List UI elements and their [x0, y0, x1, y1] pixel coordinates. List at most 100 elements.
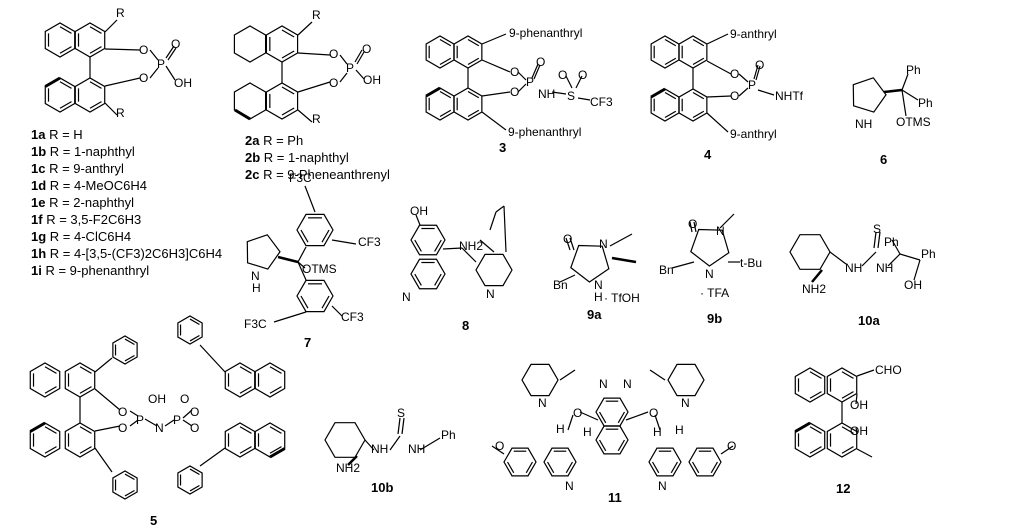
atom-label-r: R [116, 106, 125, 120]
bond-line [239, 366, 252, 374]
atom-label-cf3: CF3 [341, 310, 364, 324]
bond-line [565, 75, 573, 89]
bond-line [356, 51, 365, 65]
bond-line [599, 411, 607, 424]
ring-bond [177, 315, 203, 345]
bond-line [755, 65, 761, 81]
bond-line [856, 369, 875, 377]
compound-number-3: 3 [499, 140, 507, 155]
structure-1-bonds [44, 19, 177, 116]
bond-line [189, 318, 200, 326]
bond-line [281, 107, 295, 116]
ring-bond [595, 425, 629, 455]
bond-line [189, 484, 200, 492]
bond-line [670, 461, 678, 474]
atom-label-9-phenanthryl: 9-phenanthryl [509, 26, 583, 40]
atom-label-n: N [538, 396, 547, 410]
bond-line [269, 386, 282, 394]
bond-line [94, 357, 113, 373]
bond-line [79, 366, 92, 374]
bond-line [652, 461, 660, 474]
bond-line [692, 110, 705, 118]
ring-bond [410, 258, 446, 290]
compound-number-10a: 10a [858, 313, 880, 328]
bond-line [355, 69, 365, 80]
bond-line [873, 231, 877, 249]
ring-bond [324, 422, 366, 458]
bond-line [414, 273, 422, 286]
bond-line [239, 386, 252, 394]
atom-label-p: P [526, 75, 535, 89]
legend-2a: 2a R = Ph [245, 133, 304, 148]
atom-label-n: N [705, 267, 714, 281]
bond-line [706, 33, 729, 45]
bond-line [354, 49, 363, 63]
legend-1c: 1c R = 9-anthryl [31, 161, 124, 176]
atom-label-o: O [730, 67, 740, 81]
bond-line [856, 448, 873, 458]
legend-1b: 1b R = 1-naphthyl [31, 144, 135, 159]
ring-bond [688, 447, 722, 477]
bond-line [533, 64, 541, 80]
compound-number-7: 7 [304, 335, 312, 350]
bond-line [182, 419, 193, 427]
bond-line [461, 247, 477, 263]
atom-label-h: H [675, 423, 684, 437]
bond-line [281, 29, 295, 38]
bond-line [517, 71, 527, 81]
atom-label-ph: Ph [906, 63, 921, 77]
bond-line [44, 446, 57, 454]
ring-bond [789, 234, 831, 270]
atom-label-h: H [252, 281, 261, 295]
atom-label-9-anthryl: 9-anthryl [730, 127, 777, 141]
bond-line [339, 72, 348, 83]
atom-label-p: P [346, 61, 355, 75]
atom-label-o: O [495, 439, 505, 453]
ring-bond [74, 77, 106, 113]
bond-line [757, 89, 775, 96]
atom-label-o: O [171, 37, 181, 51]
ring-bond [826, 367, 858, 403]
bond-line [434, 273, 442, 286]
bond-line [481, 59, 511, 73]
bond-line [559, 369, 576, 381]
ring-bond [112, 335, 138, 365]
bond-line [706, 95, 732, 98]
bond-line [481, 33, 507, 45]
bond-line [199, 344, 226, 373]
bond-line [239, 426, 252, 434]
atom-label-n: N [599, 237, 608, 251]
bond-line [569, 237, 575, 251]
compound-number-9a: 9a [587, 307, 602, 322]
bond-line [841, 426, 854, 434]
bond-line [491, 445, 505, 455]
bond-line [901, 89, 907, 117]
legend-2c: 2c R = 9-Pheneanthrenyl [245, 167, 390, 182]
bond-line [300, 229, 309, 243]
bond-line [809, 426, 822, 434]
bond-line [899, 253, 921, 261]
atom-label-9-anthryl: 9-anthryl [730, 27, 777, 41]
atom-label-ph: Ph [921, 247, 936, 261]
bond-line [692, 57, 705, 65]
bond-line [331, 239, 357, 245]
bond-line [809, 391, 822, 399]
atom-label-oh: OH [148, 392, 166, 406]
atom-label-o: O [118, 405, 128, 419]
bond-line [738, 73, 749, 83]
ring-bond [177, 465, 203, 495]
bond-line [439, 39, 452, 47]
bond-line [692, 39, 705, 47]
bond-line [720, 445, 734, 455]
atom-label-cf3: CF3 [590, 95, 613, 109]
legend-1h: 1h R = 4-[3,5-(CF3)2C6H3]C6H4 [31, 246, 223, 261]
atom-label-nh: NH [855, 117, 873, 131]
bond-line [575, 75, 583, 89]
bond-line [149, 49, 159, 61]
bond-line [281, 86, 295, 95]
atom-label-h: H [556, 422, 565, 436]
bond-line [29, 421, 46, 433]
atom-label-nh: NH [371, 442, 389, 456]
atom-label-o: O [329, 76, 339, 90]
ring-bond [648, 447, 682, 477]
